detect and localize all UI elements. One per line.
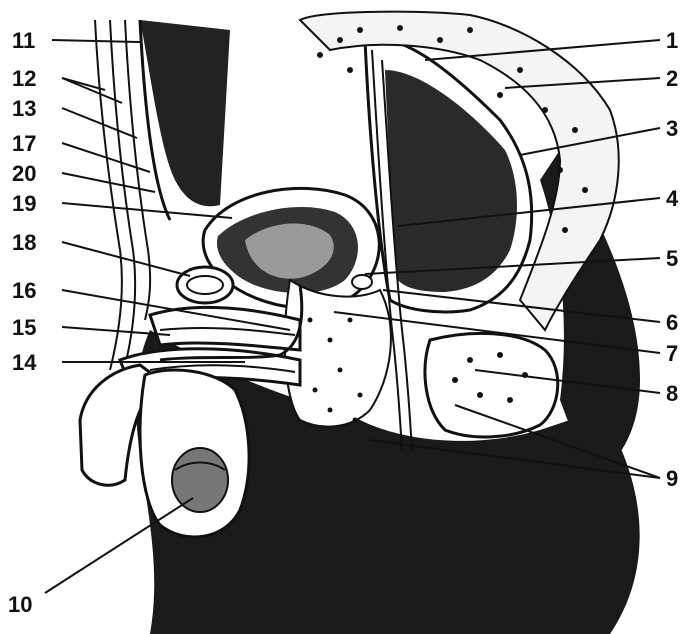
- seminal-vesicle: [352, 275, 372, 289]
- label-13: 13: [12, 96, 36, 121]
- scrotum: [140, 370, 249, 537]
- label-9: 9: [666, 466, 678, 491]
- testis-shape: [172, 448, 228, 512]
- label-1: 1: [666, 28, 678, 53]
- label-15: 15: [12, 315, 36, 340]
- label-12: 12: [12, 66, 36, 91]
- label-2: 2: [666, 66, 678, 91]
- label-6: 6: [666, 310, 678, 335]
- abdomen-dark-band: [140, 20, 230, 206]
- illustration: [80, 12, 640, 634]
- label-17: 17: [12, 131, 36, 156]
- label-19: 19: [12, 191, 36, 216]
- label-11: 11: [12, 28, 35, 53]
- label-16: 16: [12, 278, 36, 303]
- label-8: 8: [666, 381, 678, 406]
- label-3: 3: [666, 116, 678, 141]
- anal-region: [425, 333, 558, 437]
- label-10: 10: [8, 592, 32, 617]
- label-18: 18: [12, 230, 36, 255]
- pubic-symphysis: [177, 267, 233, 303]
- label-20: 20: [12, 161, 36, 186]
- label-7: 7: [666, 341, 678, 366]
- label-5: 5: [666, 246, 678, 271]
- label-4: 4: [666, 186, 679, 211]
- label-14: 14: [12, 350, 37, 375]
